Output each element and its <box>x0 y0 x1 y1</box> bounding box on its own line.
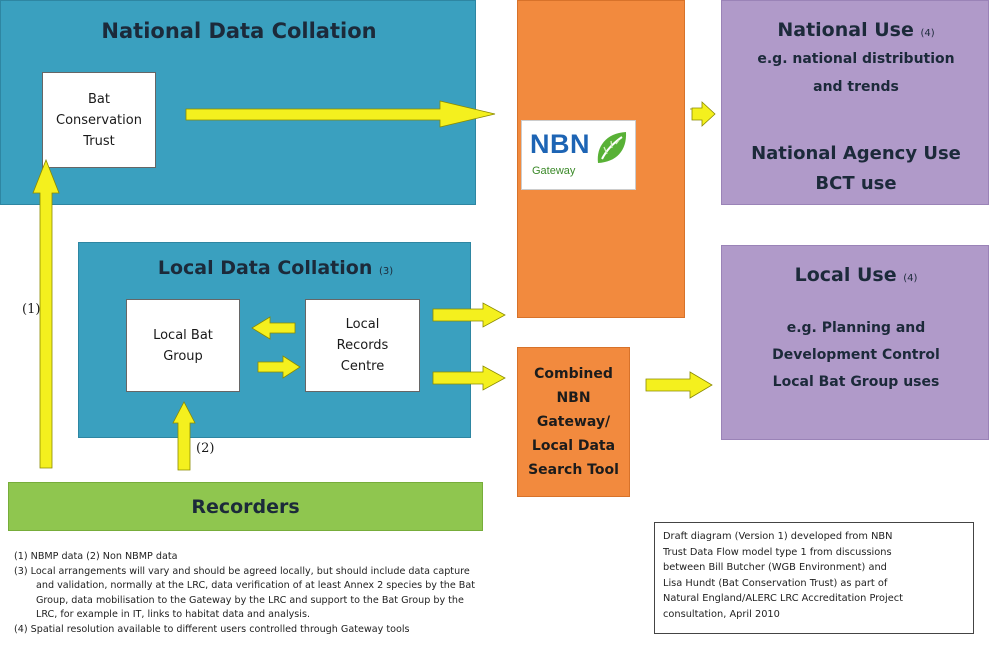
draft-note-line-5: Natural England/ALERC LRC Accreditation … <box>663 593 904 604</box>
draft-note-line-4: Lisa Hundt (Bat Conservation Trust) as p… <box>663 577 888 589</box>
local-use-line-3: Local Bat Group uses <box>772 374 940 390</box>
bct-line-2: Conservation <box>56 112 142 128</box>
local-use-line-1: e.g. Planning and <box>786 320 926 336</box>
arrow-bct-to-nbn <box>185 100 496 128</box>
footnote-4: (4) Spatial resolution available to diff… <box>14 623 410 635</box>
combined-line-1: Combined <box>534 366 613 382</box>
local-use-title-text: Local Use <box>794 264 897 286</box>
national-use-title: National Use (4) <box>722 19 989 41</box>
arrow-recorders-to-bct <box>32 158 60 469</box>
draft-note-line-6: consultation, April 2010 <box>663 608 780 620</box>
combined-line-5: Search Tool <box>528 462 619 478</box>
local-data-collation-title-text: Local Data Collation <box>157 257 373 279</box>
national-use-note-ref: (4) <box>920 28 935 39</box>
local-bat-group-line-1: Local Bat <box>153 327 213 343</box>
local-use-line-2: Development Control <box>772 347 940 363</box>
local-bat-group-box: Local Bat Group <box>126 299 240 392</box>
bct-line-3: Trust <box>83 133 115 149</box>
arrow-lrc-to-nbn <box>432 302 506 328</box>
draft-note-box: Draft diagram (Version 1) developed from… <box>654 522 974 634</box>
nbn-gateway-logo: NBN Gateway <box>521 120 636 190</box>
local-use-title: Local Use (4) <box>722 264 989 286</box>
national-use-title-text: National Use <box>777 19 914 41</box>
draft-note-line-2: Trust Data Flow model type 1 from discus… <box>663 546 892 558</box>
arrow-combined-to-local-use <box>645 371 713 399</box>
leaf-icon <box>597 132 627 163</box>
footnote-3-line-3: Group, data mobilisation to the Gateway … <box>36 594 464 606</box>
lrc-line-2: Records <box>336 338 389 353</box>
footnote-3-line-1: (3) Local arrangements will vary and sho… <box>14 565 470 577</box>
national-use-example-2: and trends <box>813 79 899 95</box>
national-agency-use: National Agency Use <box>751 143 961 164</box>
footnote-1: (1) NBMP data (2) Non NBMP data <box>14 551 178 562</box>
arrow-label-1: (1) <box>22 302 41 317</box>
footnotes: (1) NBMP data (2) Non NBMP data (3) Loca… <box>14 550 484 637</box>
local-use-note-ref: (4) <box>903 273 918 284</box>
local-bat-group-line-2: Group <box>163 348 203 364</box>
footnote-3-line-2: and validation, normally at the LRC, dat… <box>36 580 476 591</box>
combined-line-3: Gateway/ <box>536 414 611 430</box>
recorders-label: Recorders <box>191 495 300 518</box>
nbn-gateway-sub-text: Gateway <box>532 165 576 177</box>
draft-note-line-1: Draft diagram (Version 1) developed from… <box>663 531 893 542</box>
arrow-bat-group-to-lrc <box>257 355 301 379</box>
combined-tool-box: Combined NBN Gateway/ Local Data Search … <box>517 347 630 497</box>
bct-line-1: Bat <box>88 91 110 107</box>
arrow-recorders-to-bat-group <box>172 401 196 471</box>
arrow-nbn-to-national-use-body <box>691 101 716 127</box>
bct-use: BCT use <box>815 173 897 194</box>
local-data-collation-box: Local Data Collation (3) <box>78 242 471 438</box>
combined-line-4: Local Data <box>531 438 616 454</box>
combined-line-2: NBN <box>556 390 591 406</box>
draft-note-line-3: between Bill Butcher (WGB Environment) a… <box>663 562 887 573</box>
lrc-line-3: Centre <box>340 359 385 374</box>
arrow-label-2: (2) <box>196 441 215 456</box>
bct-box: Bat Conservation Trust <box>42 72 156 168</box>
national-use-example-1: e.g. national distribution <box>757 51 955 67</box>
local-records-centre-box: Local Records Centre <box>305 299 420 392</box>
arrow-lrc-to-bat-group <box>251 316 296 340</box>
local-data-collation-title: Local Data Collation (3) <box>79 257 472 279</box>
local-use-box: Local Use (4) e.g. Planning and Developm… <box>721 245 989 440</box>
nbn-logo-text: NBN <box>530 129 590 159</box>
recorders-box: Recorders <box>8 482 483 531</box>
arrow-lrc-to-combined <box>432 365 506 391</box>
national-data-collation-title: National Data Collation <box>101 19 377 43</box>
lrc-line-1: Local <box>345 317 380 332</box>
local-data-collation-note-ref: (3) <box>378 266 394 277</box>
footnote-3-line-4: LRC, for example in IT, links to habitat… <box>36 609 311 620</box>
